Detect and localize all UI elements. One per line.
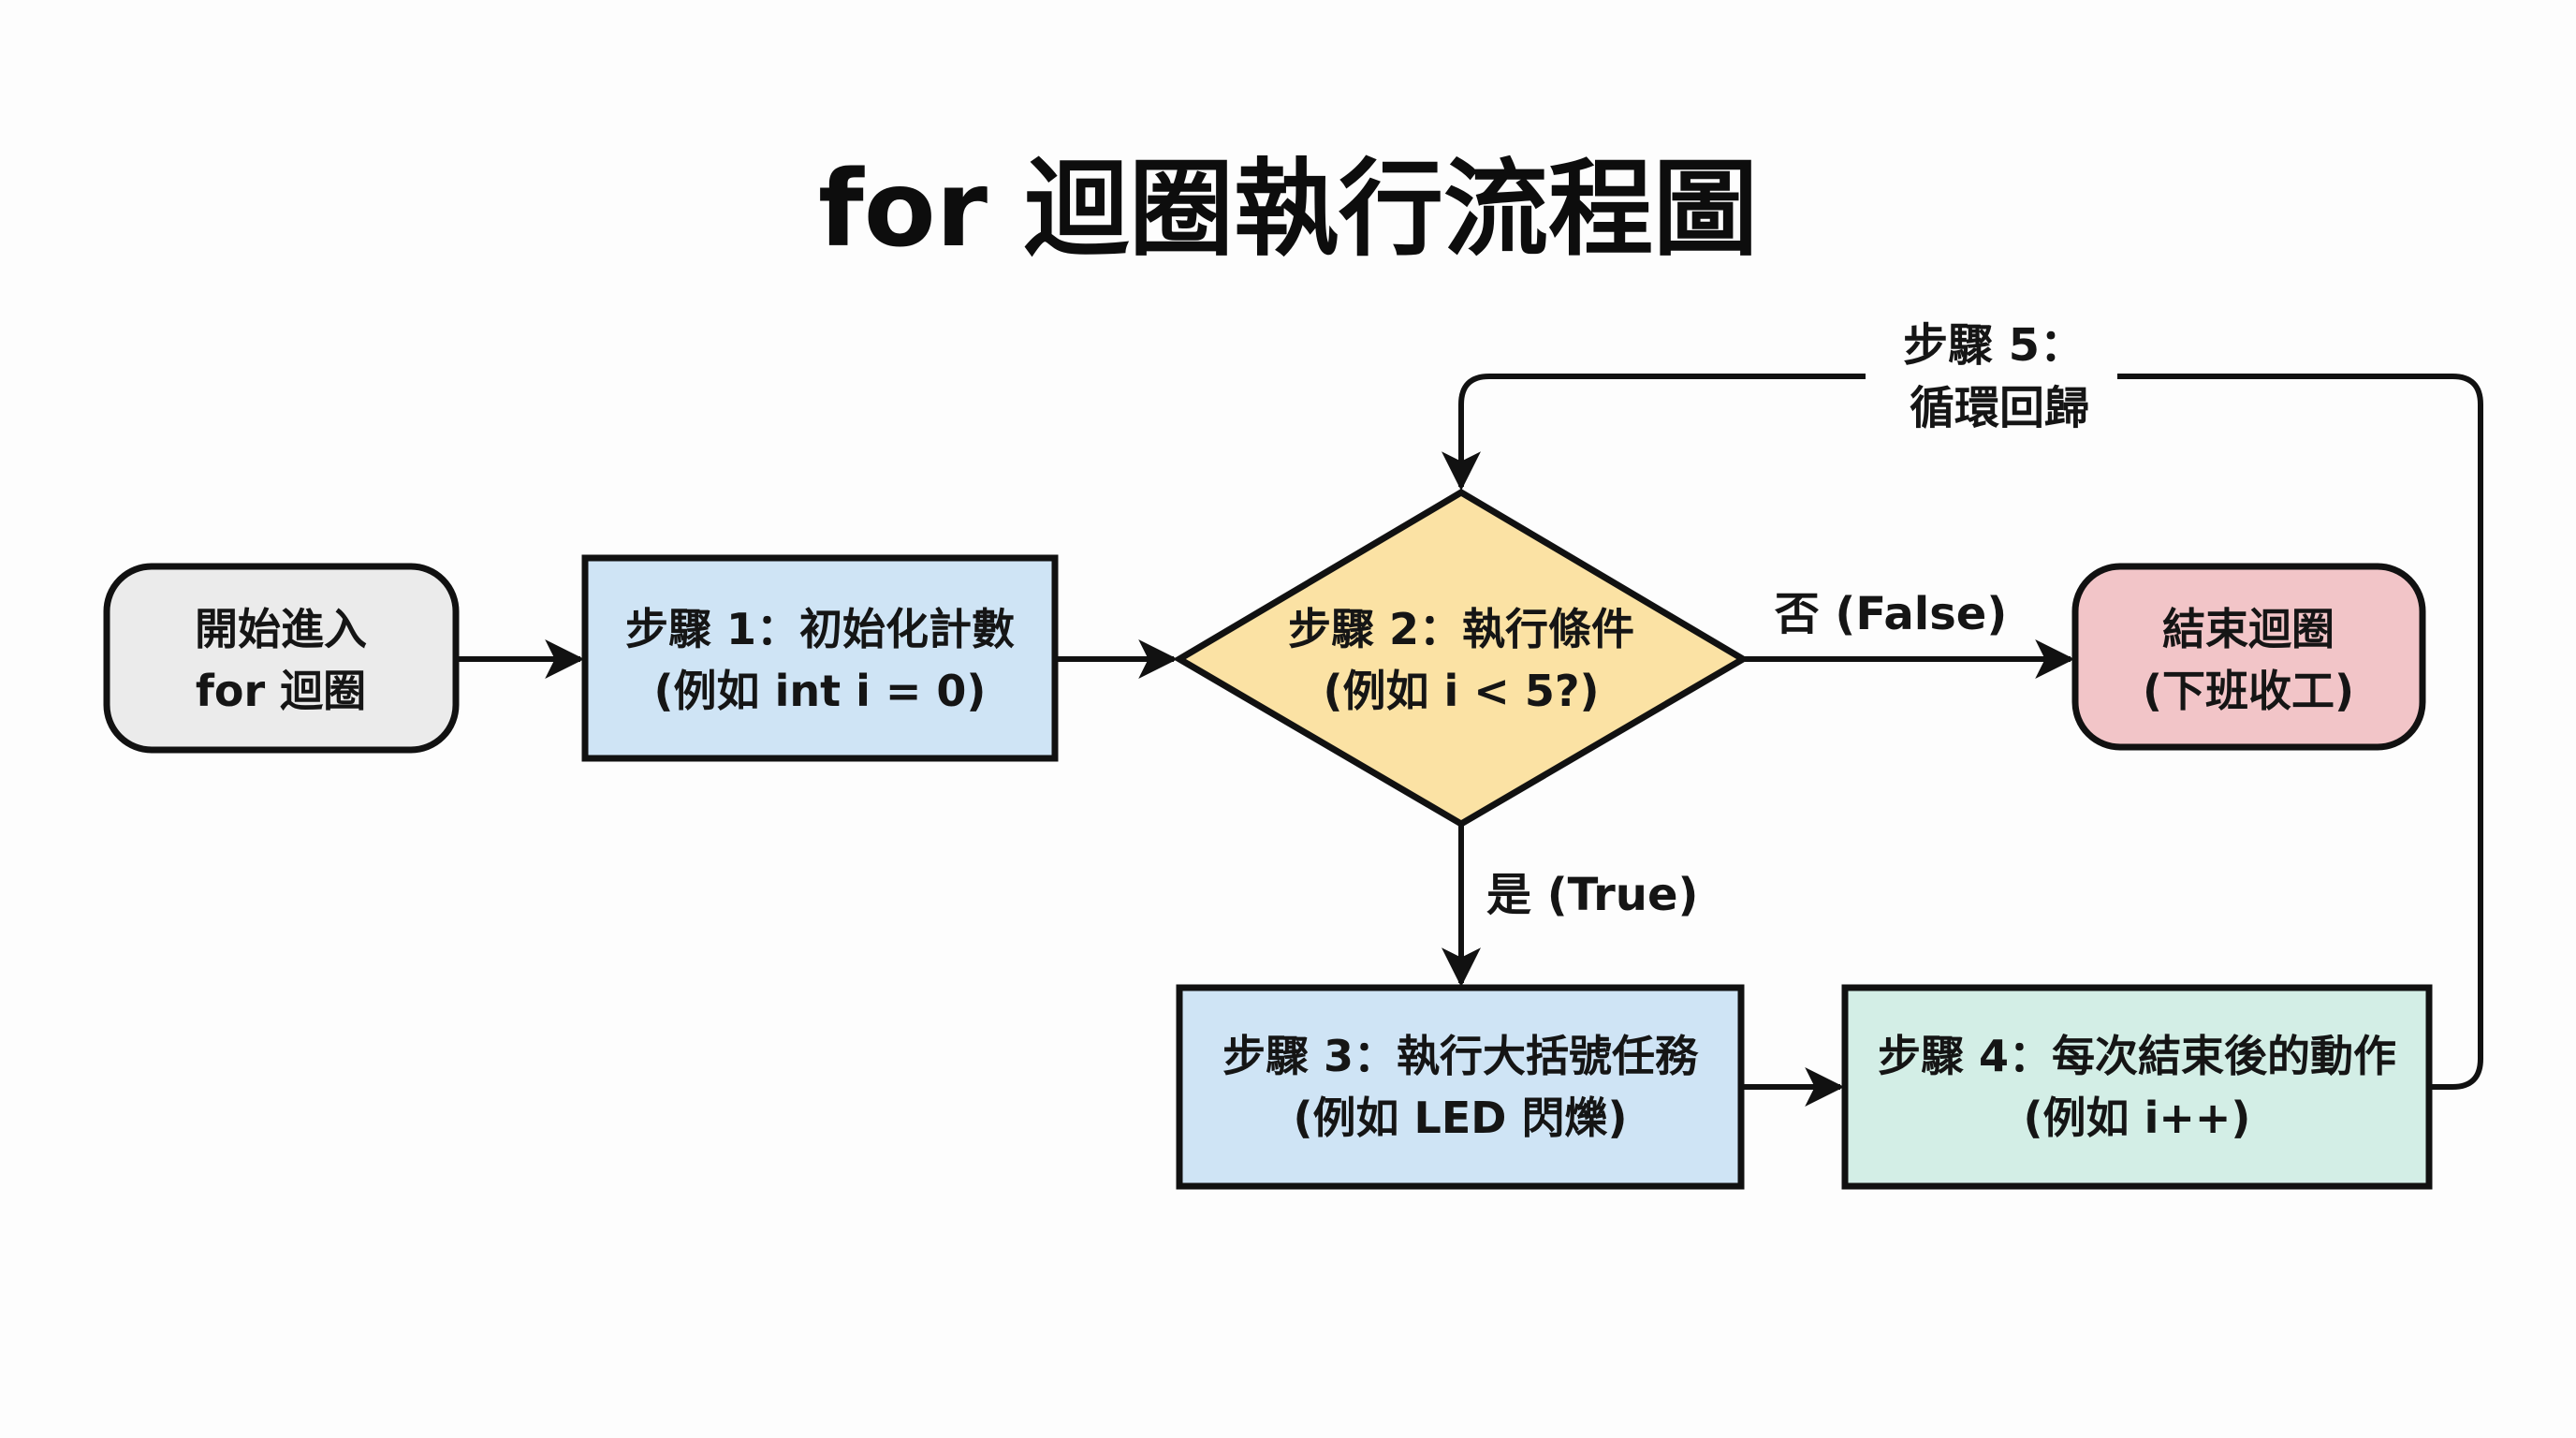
node-step1-shape	[581, 554, 1059, 762]
node-step1[interactable]: 步驟 1：初始化計數 (例如 int i = 0)	[581, 554, 1059, 762]
node-start-line2: for 迴圈	[196, 666, 366, 716]
edges	[459, 374, 2483, 1107]
node-start-shape	[103, 563, 460, 754]
edge-label-false: 否 (False)	[1775, 588, 2008, 640]
edge-label-true: 是 (True)	[1486, 869, 1698, 921]
edge-label-step5-line2: 循環回歸	[1910, 382, 2089, 434]
node-step4-shape	[1841, 984, 2433, 1190]
node-step4-line2: (例如 i++)	[2024, 1093, 2251, 1143]
node-step1-line2: (例如 int i = 0)	[654, 666, 987, 716]
node-end-shape	[2071, 563, 2426, 751]
node-step2-decision[interactable]: 步驟 2：執行條件 (例如 i < 5?)	[1173, 488, 1749, 829]
node-step2-line1: 步驟 2：執行條件	[1288, 604, 1634, 654]
node-step3-line2: (例如 LED 閃爍)	[1294, 1093, 1628, 1143]
node-start[interactable]: 開始進入 for 迴圈	[103, 563, 460, 754]
page-title: for 迴圈執行流程圖	[818, 149, 1758, 271]
edge-step4-loop-back	[1461, 374, 2483, 1090]
node-start-line1: 開始進入	[195, 604, 367, 654]
node-step2-shape	[1173, 488, 1749, 829]
node-end-line1: 結束迴圈	[2162, 604, 2334, 654]
node-end[interactable]: 結束迴圈 (下班收工)	[2071, 563, 2426, 751]
node-step1-line1: 步驟 1：初始化計數	[625, 604, 1015, 654]
node-step3[interactable]: 步驟 3：執行大括號任務 (例如 LED 閃爍)	[1176, 984, 1745, 1190]
node-step3-shape	[1176, 984, 1745, 1190]
node-step4-line1: 步驟 4：每次結束後的動作	[1878, 1031, 2396, 1081]
edge-label-step5-line1: 步驟 5：	[1903, 319, 2085, 372]
node-step2-line2: (例如 i < 5?)	[1323, 666, 1599, 716]
node-step4[interactable]: 步驟 4：每次結束後的動作 (例如 i++)	[1841, 984, 2433, 1190]
node-step3-line1: 步驟 3：執行大括號任務	[1222, 1031, 1699, 1081]
node-end-line2: (下班收工)	[2143, 666, 2354, 716]
